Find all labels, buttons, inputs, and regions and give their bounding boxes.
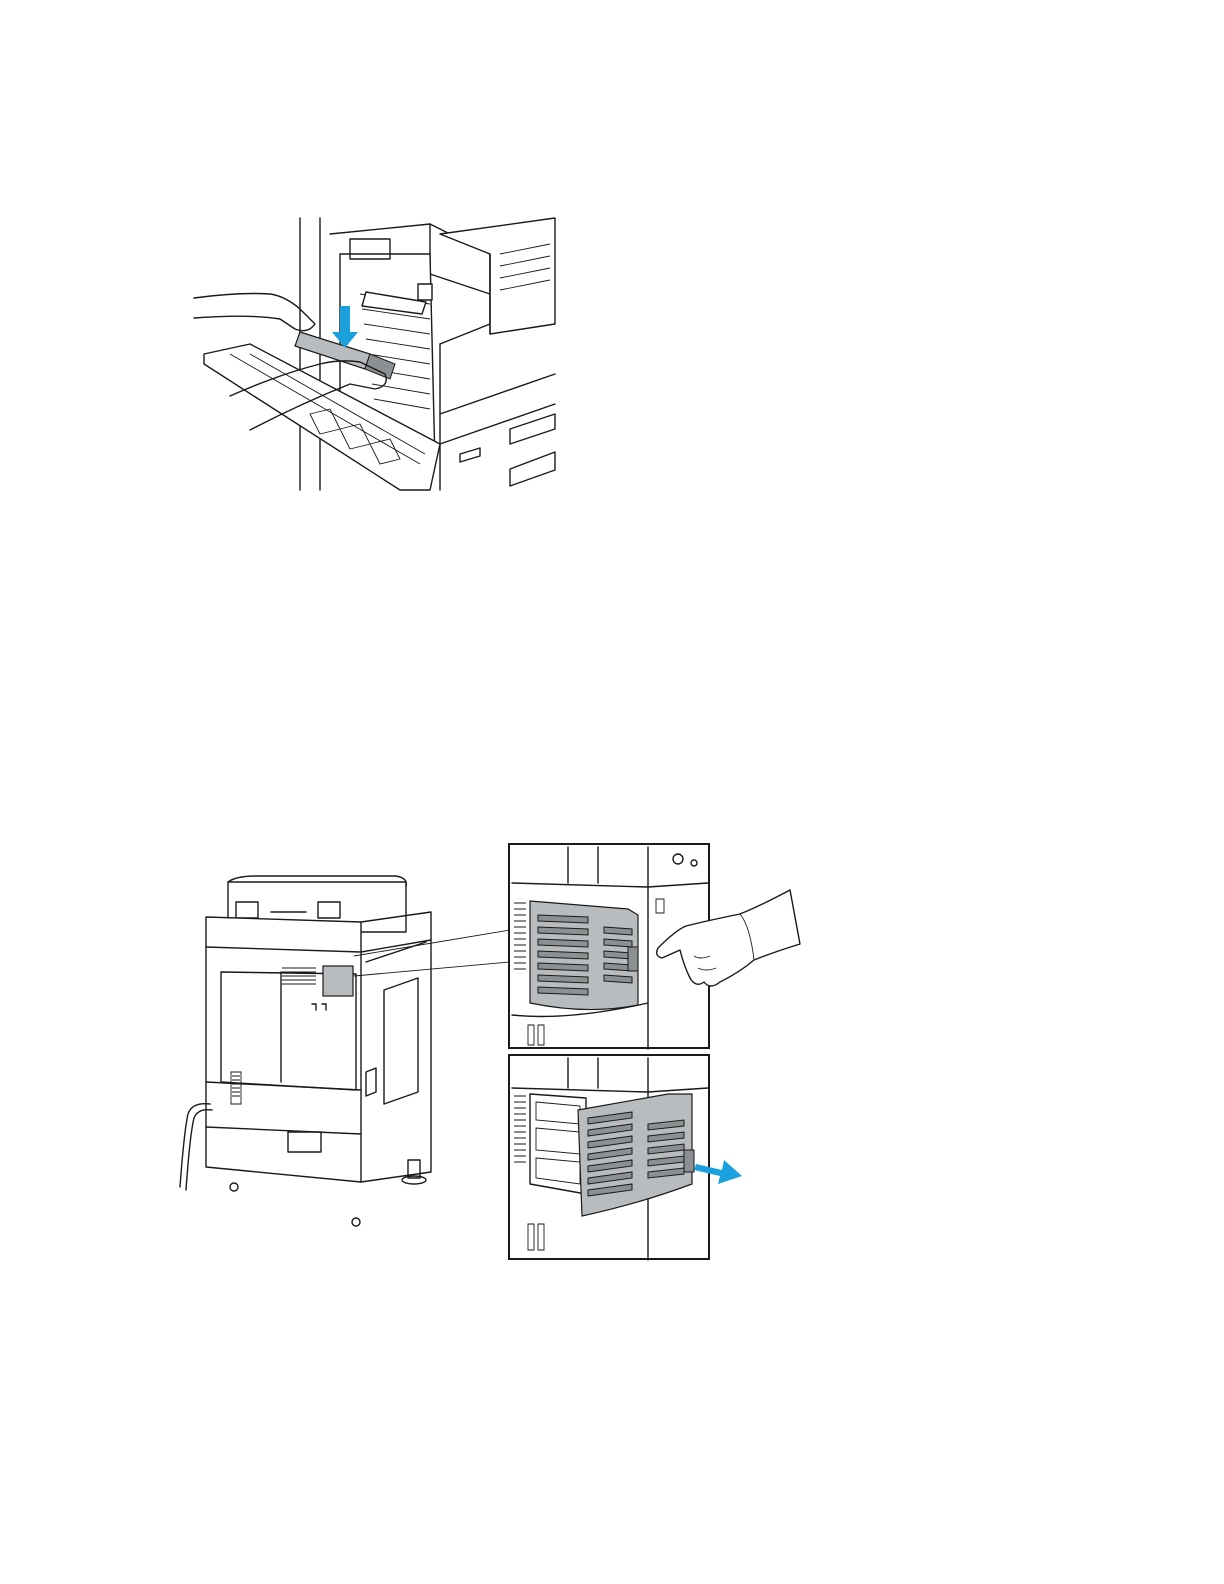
finger-pressing-latch-icon: [640, 886, 800, 996]
printer-rear-illustration: [176, 842, 436, 1232]
transfer-roller-illustration: [190, 214, 562, 490]
callout-lines: [350, 926, 520, 986]
inset-cover-removed: [508, 1054, 710, 1260]
arrow-right-icon: [694, 1152, 744, 1186]
